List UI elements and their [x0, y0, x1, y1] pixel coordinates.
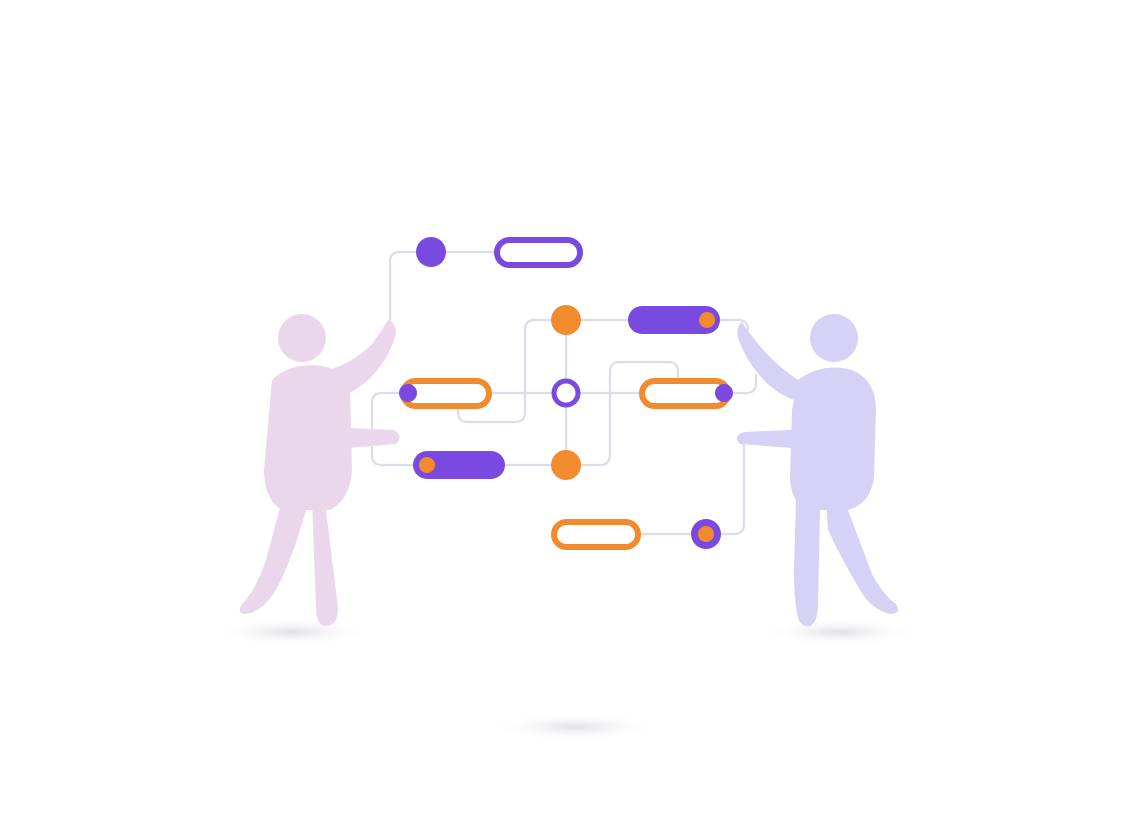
orange-pill-left	[399, 378, 492, 409]
workflow-nodes	[399, 237, 733, 550]
connector-line	[564, 360, 680, 467]
left-person-raised-arm	[320, 320, 396, 398]
purple-pill-right	[628, 306, 720, 334]
connector-line	[716, 318, 750, 332]
center-bottom-orange-dot	[551, 450, 581, 480]
right-person-leg-back	[794, 500, 820, 627]
connector-line	[724, 373, 758, 395]
bottom-ring-dot	[691, 519, 721, 549]
connector-line	[456, 318, 568, 424]
connector-line	[388, 250, 432, 322]
right-person-shadow	[760, 618, 920, 646]
right-person-leg-front	[826, 500, 898, 614]
center-top-orange-dot	[551, 305, 581, 335]
top-purple-dot	[416, 237, 446, 267]
left-person-shadow	[212, 618, 372, 646]
ground-shadows	[212, 618, 920, 741]
left-person-leg-back	[239, 500, 306, 614]
connector-line	[718, 436, 746, 536]
right-person-head	[810, 314, 858, 362]
right-person-raised-arm	[737, 322, 808, 402]
bottom-orange-pill	[551, 519, 641, 550]
right-person-body	[790, 367, 876, 510]
right-person	[736, 314, 898, 627]
left-person-leg-front	[312, 500, 338, 626]
left-person	[239, 314, 400, 626]
top-outline-pill	[494, 237, 583, 268]
purple-pill-left	[413, 451, 505, 479]
center-floor-shadow	[490, 713, 660, 741]
center-ring	[551, 378, 581, 408]
right-person-front-arm	[736, 404, 856, 448]
left-person-front-arm	[282, 404, 400, 448]
orange-pill-right	[639, 378, 733, 409]
left-person-head	[278, 314, 326, 362]
